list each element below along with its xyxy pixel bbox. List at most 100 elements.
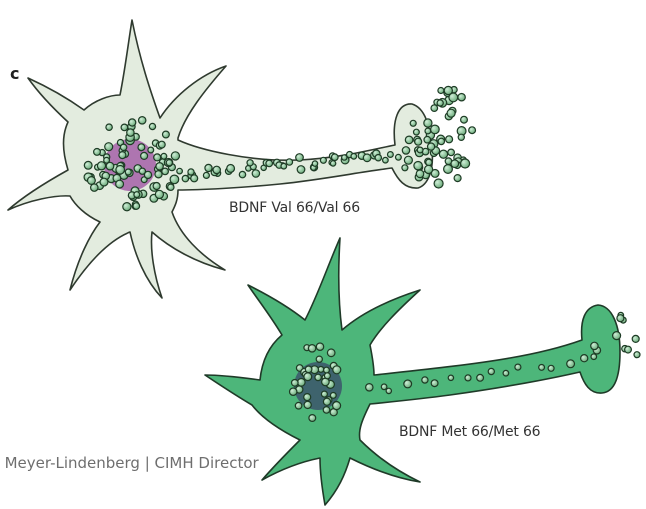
vesicle bbox=[439, 150, 447, 158]
vesicle bbox=[444, 86, 452, 94]
vesicle bbox=[417, 147, 423, 153]
vesicle bbox=[426, 159, 432, 165]
vesicle bbox=[188, 169, 194, 175]
vesicle bbox=[416, 170, 424, 178]
vesicle bbox=[634, 352, 640, 358]
vesicle bbox=[305, 366, 312, 373]
vesicle bbox=[153, 183, 160, 190]
vesicle bbox=[381, 384, 387, 390]
vesicle bbox=[375, 155, 381, 161]
vesicle bbox=[548, 365, 554, 371]
vesicle bbox=[422, 377, 428, 383]
vesicle bbox=[324, 373, 330, 379]
panel-letter: c bbox=[10, 64, 19, 83]
vesicle bbox=[166, 160, 172, 166]
vesicle bbox=[88, 177, 96, 185]
vesicle bbox=[168, 184, 174, 190]
vesicle bbox=[296, 154, 304, 162]
vesicle bbox=[617, 315, 624, 322]
vesicle bbox=[458, 134, 464, 140]
footer-caption: s Meyer-Lindenberg | CIMH Director bbox=[0, 454, 259, 472]
vesicle bbox=[351, 154, 357, 160]
vesicle bbox=[515, 364, 521, 370]
vesicle bbox=[327, 349, 335, 357]
vesicle bbox=[123, 203, 131, 211]
vesicle bbox=[295, 402, 302, 409]
vesicle bbox=[290, 388, 297, 395]
vesicle bbox=[139, 117, 146, 124]
vesicle bbox=[91, 184, 98, 191]
vesicle bbox=[324, 367, 330, 373]
vesicle bbox=[125, 169, 131, 175]
vesicle bbox=[106, 162, 114, 170]
vesicle bbox=[405, 136, 413, 144]
vesicle bbox=[446, 136, 453, 143]
vesicle bbox=[447, 109, 455, 117]
vesicle bbox=[448, 149, 455, 156]
vesicle bbox=[252, 170, 259, 177]
vesicle bbox=[138, 144, 145, 151]
neuron-met-body bbox=[205, 238, 620, 505]
vesicle bbox=[425, 165, 433, 173]
vesicle bbox=[213, 166, 220, 173]
vesicle bbox=[404, 380, 412, 388]
vesicle bbox=[581, 355, 588, 362]
vesicle bbox=[465, 375, 471, 381]
vesicle bbox=[477, 374, 484, 381]
vesicle bbox=[162, 168, 169, 175]
vesicle bbox=[297, 166, 305, 174]
vesicle bbox=[431, 105, 438, 112]
vesicle bbox=[155, 171, 162, 178]
vesicle bbox=[330, 161, 335, 166]
vesicle bbox=[567, 360, 575, 368]
vesicle bbox=[425, 128, 431, 134]
vesicle bbox=[203, 172, 209, 178]
vesicle bbox=[415, 138, 422, 145]
vesicle bbox=[448, 375, 453, 380]
neuron-val-label: BDNF Val 66/Val 66 bbox=[229, 200, 360, 216]
vesicle bbox=[414, 129, 420, 135]
vesicle bbox=[323, 407, 330, 414]
vesicle bbox=[383, 157, 389, 163]
vesicle bbox=[461, 159, 470, 168]
vesicle bbox=[170, 175, 179, 184]
vesicle bbox=[127, 129, 134, 136]
vesicle bbox=[191, 175, 198, 182]
vesicle bbox=[330, 393, 336, 399]
vesicle bbox=[100, 178, 108, 186]
vesicle bbox=[424, 119, 432, 127]
vesicle bbox=[148, 147, 154, 153]
vesicle bbox=[120, 144, 126, 150]
vesicle bbox=[309, 415, 316, 422]
vesicle bbox=[333, 402, 341, 410]
vesicle bbox=[304, 401, 311, 408]
vesicle bbox=[163, 131, 170, 138]
vesicle bbox=[320, 157, 326, 163]
vesicle bbox=[106, 124, 112, 130]
vesicle bbox=[84, 161, 92, 169]
vesicle bbox=[129, 119, 136, 126]
vesicle bbox=[116, 180, 124, 188]
vesicle bbox=[613, 332, 621, 340]
vesicle bbox=[315, 374, 321, 380]
vesicle bbox=[388, 152, 394, 158]
vesicle bbox=[332, 154, 339, 161]
vesicle bbox=[363, 154, 371, 162]
vesicle bbox=[227, 165, 235, 173]
vesicle bbox=[503, 370, 509, 376]
vesicle bbox=[591, 354, 597, 360]
vesicle bbox=[133, 203, 140, 210]
vesicle bbox=[469, 127, 476, 134]
vesicle bbox=[431, 125, 440, 134]
vesicle bbox=[402, 147, 409, 154]
vesicle bbox=[396, 154, 402, 160]
vesicle bbox=[266, 160, 273, 167]
vesicle bbox=[304, 394, 311, 401]
vesicle bbox=[333, 366, 341, 374]
vesicle bbox=[461, 116, 468, 123]
vesicle bbox=[286, 159, 292, 165]
vesicle bbox=[144, 171, 151, 178]
vesicle bbox=[437, 100, 443, 106]
vesicle bbox=[149, 123, 155, 129]
